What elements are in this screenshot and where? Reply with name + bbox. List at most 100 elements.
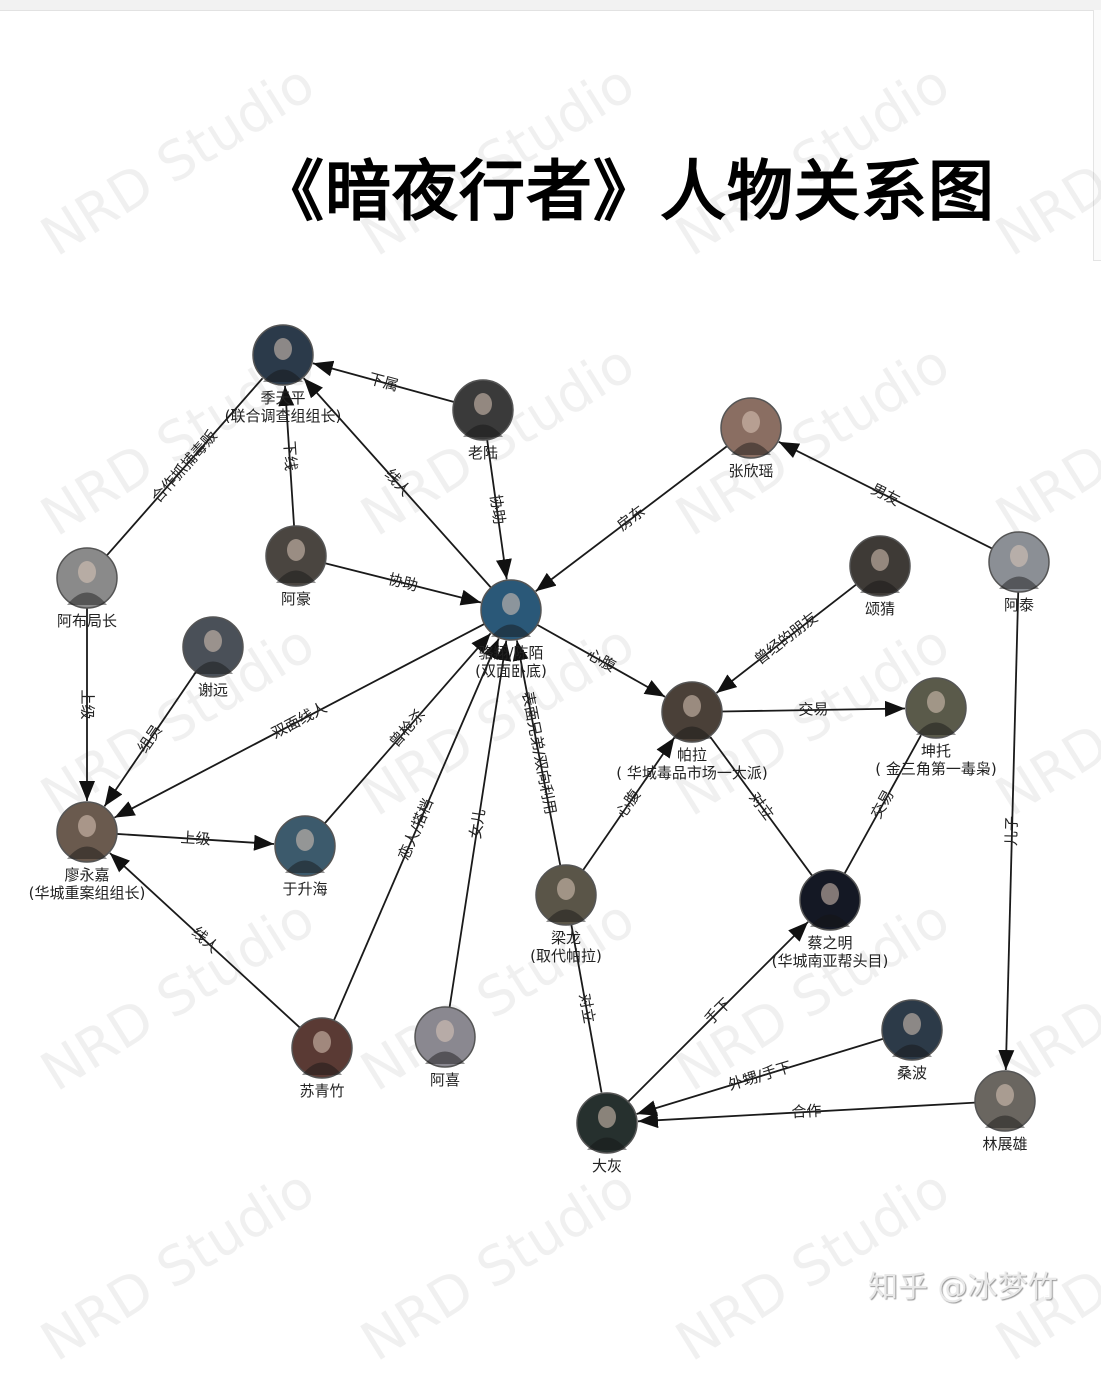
portrait-body-icon: [546, 909, 586, 922]
portrait-body-icon: [463, 424, 503, 437]
edge-line: [103, 671, 197, 807]
character-node[interactable]: 颂猜: [849, 535, 911, 618]
character-node[interactable]: 大灰: [576, 1092, 638, 1175]
relationship-edge: 双面线人: [114, 623, 485, 819]
edge-line: [570, 924, 603, 1093]
edge-line: [582, 737, 676, 871]
edge-line: [535, 445, 728, 592]
portrait-face-icon: [204, 630, 222, 652]
relationship-edge: 曾枪杀: [324, 632, 492, 824]
edge-line: [324, 562, 482, 606]
portrait-face-icon: [78, 561, 96, 583]
character-role: ( 华城毒品市场一大派): [616, 764, 767, 782]
portrait-body-icon: [285, 860, 325, 873]
portrait-face-icon: [296, 829, 314, 851]
edge-line: [715, 583, 857, 694]
character-role: (华城南亚帮头目): [772, 952, 889, 970]
character-name: 老陆: [468, 444, 498, 462]
character-node[interactable]: 于升海: [274, 815, 336, 898]
character-node[interactable]: 桑波: [881, 999, 943, 1082]
relationship-edge: 协助: [324, 562, 482, 606]
character-node[interactable]: 林展雄: [974, 1070, 1036, 1153]
portrait-body-icon: [860, 580, 900, 593]
edge-line: [109, 852, 301, 1029]
relationship-edge: 上级: [79, 608, 97, 801]
portrait-face-icon: [927, 691, 945, 713]
edge-line: [627, 921, 809, 1103]
character-node[interactable]: 骆翔/陈陌(双面卧底): [475, 579, 547, 680]
relationship-edge: 合作抓捕毒贩: [106, 377, 264, 557]
portrait-body-icon: [67, 846, 107, 859]
edge-label: 曾经的朋友: [751, 608, 821, 668]
edge-label: 组员: [134, 721, 166, 756]
portrait-face-icon: [474, 393, 492, 415]
portrait-face-icon: [996, 1084, 1014, 1106]
edge-label: 下线: [280, 440, 300, 471]
character-name: 廖永嘉: [64, 866, 109, 884]
character-role: ( 金三角第一毒枭): [875, 760, 996, 778]
relationship-edge: 对立: [709, 736, 813, 877]
character-node[interactable]: 廖永嘉(华城重案组组长): [29, 801, 146, 902]
edge-label: 合作: [791, 1102, 822, 1122]
edge-label: 双面线人: [268, 698, 330, 742]
character-node[interactable]: 张欣瑶: [720, 397, 782, 480]
portrait-face-icon: [598, 1106, 616, 1128]
portrait-body-icon: [731, 442, 771, 455]
edges-layer: 下属合作抓捕毒贩下线线人协助协助房东男友心腹曾经的朋友交易上级组员双面线人上级曾…: [79, 360, 1021, 1129]
edge-label: 恋人/搭档: [395, 796, 437, 863]
character-node[interactable]: 谢远: [182, 616, 244, 699]
portrait-body-icon: [999, 576, 1039, 589]
character-name: 大灰: [592, 1157, 622, 1175]
relationship-edge: 儿子: [998, 591, 1021, 1071]
character-name: 季天平: [260, 389, 305, 407]
character-name: 帕拉: [677, 746, 707, 764]
character-node[interactable]: 老陆: [452, 379, 514, 462]
character-node[interactable]: 阿布局长: [56, 547, 118, 630]
character-node[interactable]: 季天平(联合调查组组长): [225, 324, 342, 425]
relationship-edge: 上级: [116, 829, 275, 851]
relationship-edge: 男友: [778, 441, 993, 550]
character-node[interactable]: 阿喜: [414, 1006, 476, 1089]
character-name: 阿喜: [430, 1071, 460, 1089]
character-name: 阿豪: [281, 590, 311, 608]
portrait-body-icon: [916, 722, 956, 735]
edge-line: [636, 1037, 884, 1116]
character-node[interactable]: 帕拉( 华城毒品市场一大派): [616, 681, 768, 782]
relationship-edge: 交易: [843, 734, 922, 875]
relationship-edge: 房东: [535, 445, 728, 592]
character-node[interactable]: 苏青竹: [291, 1017, 353, 1100]
edge-label: 男友: [868, 480, 903, 510]
character-node[interactable]: 坤托( 金三角第一毒枭): [875, 677, 997, 778]
portrait-body-icon: [810, 914, 850, 927]
character-node[interactable]: 梁龙(取代帕拉): [530, 864, 602, 965]
relationship-edge: 线人: [109, 852, 301, 1029]
portrait-face-icon: [313, 1031, 331, 1053]
character-node[interactable]: 阿豪: [265, 525, 327, 608]
character-node[interactable]: 蔡之明(华城南亚帮头目): [772, 869, 889, 970]
edge-label: 协助: [386, 570, 419, 595]
portrait-face-icon: [436, 1020, 454, 1042]
relationship-edge: 心腹: [536, 623, 666, 698]
edge-label: 心腹: [612, 786, 644, 821]
character-name: 骆翔/陈陌: [478, 644, 543, 662]
relationship-edge: 组员: [103, 671, 197, 807]
portrait-face-icon: [1010, 545, 1028, 567]
character-name: 阿泰: [1004, 596, 1034, 614]
author-credit: 知乎 @冰梦竹: [868, 1270, 1058, 1305]
character-node[interactable]: 阿泰: [988, 531, 1050, 614]
relationship-edge: 下属: [312, 360, 455, 403]
character-name: 颂猜: [865, 600, 895, 618]
edge-line: [709, 736, 813, 877]
portrait-face-icon: [683, 695, 701, 717]
relationship-edge: 对立: [570, 924, 603, 1093]
character-name: 林展雄: [982, 1135, 1027, 1153]
portrait-face-icon: [274, 338, 292, 360]
character-name: 谢远: [198, 681, 228, 699]
portrait-body-icon: [587, 1137, 627, 1150]
relationship-edge: 外甥/手下: [636, 1037, 884, 1116]
character-name: 桑波: [897, 1064, 927, 1082]
edge-label: 上级: [180, 829, 211, 849]
portrait-face-icon: [903, 1013, 921, 1035]
portrait-face-icon: [557, 878, 575, 900]
